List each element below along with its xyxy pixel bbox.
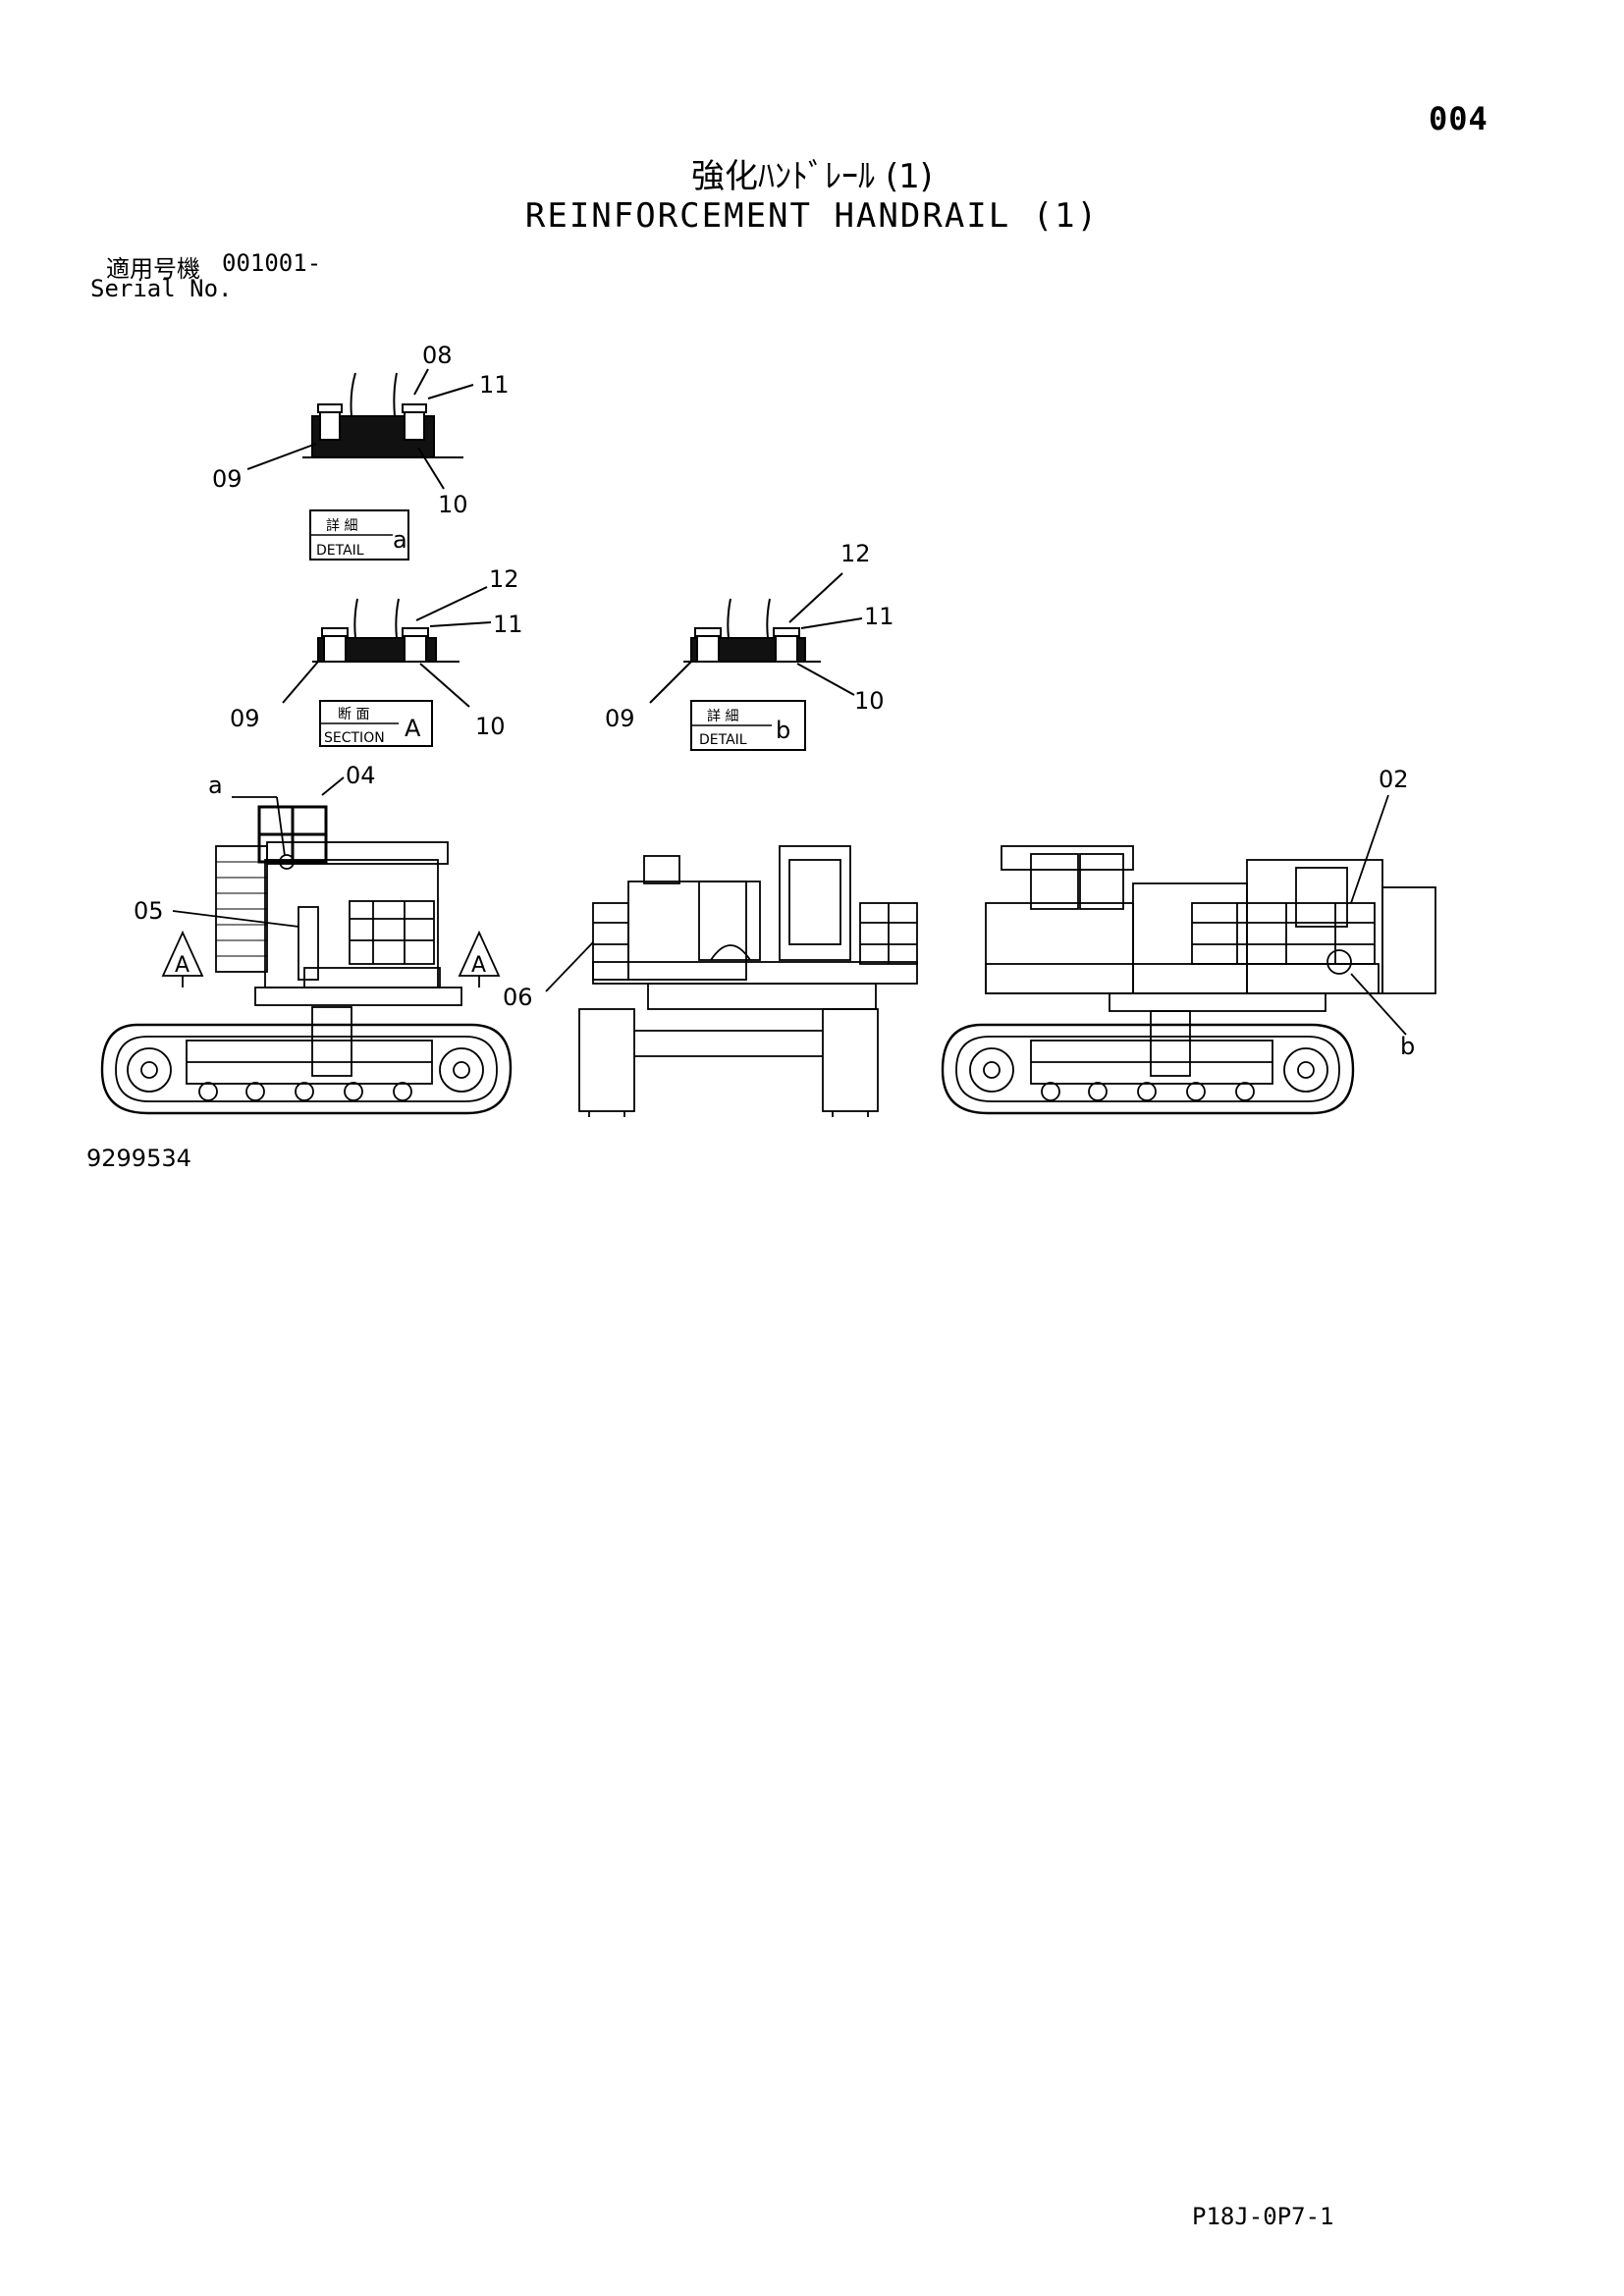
serial-label-japanese: 適用号機 <box>106 255 200 283</box>
callout-10-section-a: 10 <box>475 713 506 740</box>
section-arrow-a-left: A <box>175 953 189 978</box>
ref-a: a <box>208 772 223 799</box>
callout-10-detail-b: 10 <box>854 687 885 715</box>
callout-09-detail-a: 09 <box>212 465 243 493</box>
drawing-number: 9299534 <box>86 1145 191 1172</box>
serial-value: 001001- <box>222 249 322 277</box>
title-english: REINFORCEMENT HANDRAIL (1) <box>524 196 1100 236</box>
callout-12-detail-b: 12 <box>840 540 871 567</box>
sheet-code: P18J-0P7-1 <box>1192 2203 1334 2230</box>
detail-b-label-en: DETAIL <box>699 732 747 748</box>
detail-a-label-letter: a <box>393 526 407 554</box>
title-japanese: 強化ﾊﾝﾄﾞﾚｰﾙ (1) <box>691 157 933 196</box>
left-side-view <box>100 776 513 1115</box>
callout-09-detail-b: 09 <box>605 705 635 732</box>
detail-a-label-ja: 詳 細 <box>326 518 357 534</box>
callout-11-section-a: 11 <box>493 611 523 638</box>
right-side-view <box>941 794 1436 1115</box>
section-a-label-en: SECTION <box>324 730 385 746</box>
section-a-label <box>319 700 433 747</box>
detail-b-label-letter: b <box>776 717 790 744</box>
callout-09-section-a: 09 <box>230 705 260 732</box>
section-a-label-ja: 断 面 <box>338 707 369 722</box>
center-rear-view <box>545 845 918 1119</box>
detail-b-label <box>690 700 806 751</box>
detail-a-label <box>309 509 409 561</box>
callout-05: 05 <box>134 897 164 925</box>
callout-12-section-a: 12 <box>489 565 519 593</box>
callout-10-detail-a: 10 <box>438 491 468 518</box>
serial-label-english: Serial No. <box>90 275 233 302</box>
callout-02: 02 <box>1379 766 1409 793</box>
section-a-drawing <box>282 586 492 708</box>
callout-11-detail-a: 11 <box>479 371 510 399</box>
detail-a-label-en: DETAIL <box>316 543 364 559</box>
section-a-label-letter: A <box>405 715 421 742</box>
page-number: 004 <box>1429 100 1489 137</box>
detail-a-drawing <box>246 368 474 490</box>
callout-04: 04 <box>346 762 376 789</box>
callout-06: 06 <box>503 984 533 1011</box>
section-arrow-a-right: A <box>471 953 486 978</box>
callout-08: 08 <box>422 342 453 369</box>
detail-b-label-ja: 詳 細 <box>707 709 738 724</box>
callout-11-detail-b: 11 <box>864 603 894 630</box>
ref-b: b <box>1400 1033 1415 1060</box>
detail-b-drawing <box>649 572 863 704</box>
